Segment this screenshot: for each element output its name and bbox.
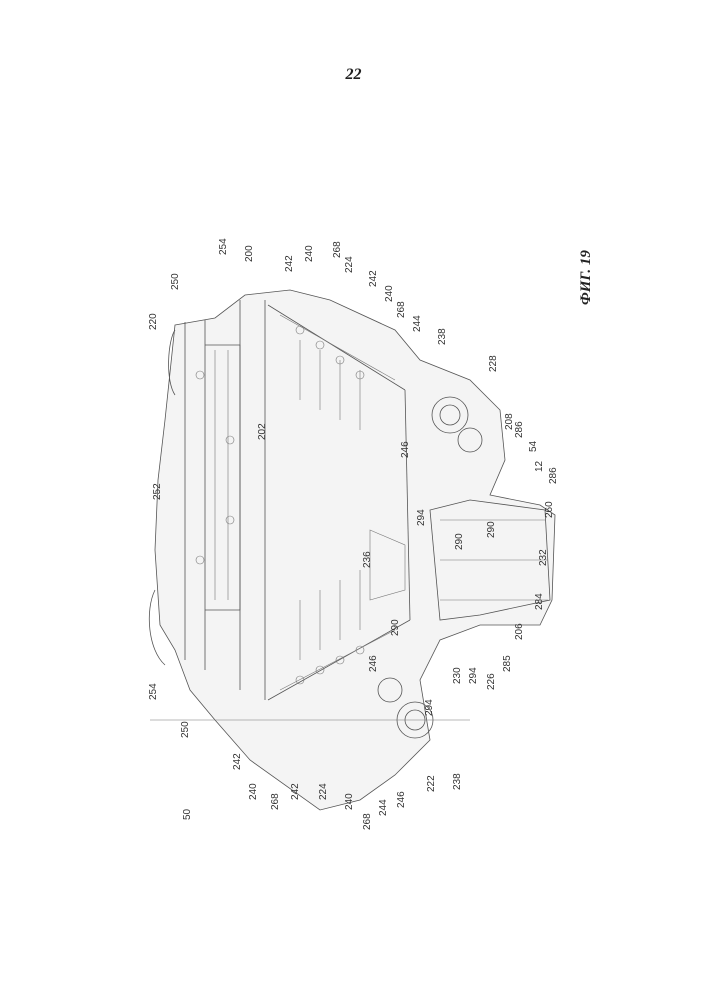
label-252: 252 bbox=[152, 483, 163, 500]
label-268a: 268 bbox=[332, 241, 343, 258]
label-268b: 268 bbox=[396, 301, 407, 318]
label-12: 12 bbox=[534, 460, 545, 472]
label-260: 260 bbox=[544, 501, 555, 518]
label-206: 206 bbox=[514, 623, 525, 640]
label-254a: 254 bbox=[218, 238, 229, 255]
label-224b: 224 bbox=[318, 783, 329, 800]
label-240a: 240 bbox=[304, 245, 315, 262]
label-250b: 250 bbox=[180, 721, 191, 738]
label-290b: 290 bbox=[486, 521, 497, 538]
label-290a: 290 bbox=[454, 533, 465, 550]
label-220: 220 bbox=[148, 313, 159, 330]
label-224a: 224 bbox=[344, 256, 355, 273]
label-246c: 246 bbox=[396, 791, 407, 808]
label-240d: 240 bbox=[248, 783, 259, 800]
label-246a: 246 bbox=[400, 441, 411, 458]
label-246b: 246 bbox=[368, 655, 379, 672]
label-268c: 268 bbox=[362, 813, 373, 830]
label-284: 284 bbox=[534, 593, 545, 610]
label-268d: 268 bbox=[270, 793, 281, 810]
figure-caption: ФИГ. 19 bbox=[578, 245, 608, 305]
label-202: 202 bbox=[257, 423, 268, 440]
label-242b: 242 bbox=[368, 270, 379, 287]
label-54: 54 bbox=[528, 440, 539, 452]
label-286b: 286 bbox=[548, 467, 559, 484]
label-50: 50 bbox=[182, 808, 193, 820]
label-250a: 250 bbox=[170, 273, 181, 290]
label-200: 200 bbox=[244, 245, 255, 262]
label-222: 222 bbox=[426, 775, 437, 792]
label-238b: 238 bbox=[452, 773, 463, 790]
label-285: 285 bbox=[502, 655, 513, 672]
label-294b: 294 bbox=[468, 667, 479, 684]
label-242c: 242 bbox=[290, 783, 301, 800]
label-242a: 242 bbox=[284, 255, 295, 272]
label-240b: 240 bbox=[384, 285, 395, 302]
label-244b: 244 bbox=[378, 799, 389, 816]
label-254b: 254 bbox=[148, 683, 159, 700]
label-226: 226 bbox=[486, 673, 497, 690]
label-232: 232 bbox=[538, 549, 549, 566]
label-242d: 242 bbox=[232, 753, 243, 770]
label-238a: 238 bbox=[437, 328, 448, 345]
label-240c: 240 bbox=[344, 793, 355, 810]
label-286a: 286 bbox=[514, 421, 525, 438]
label-244a: 244 bbox=[412, 315, 423, 332]
label-236: 236 bbox=[362, 551, 373, 568]
label-294a: 294 bbox=[416, 509, 427, 526]
label-290c: 290 bbox=[390, 619, 401, 636]
label-230: 230 bbox=[452, 667, 463, 684]
label-294c: 294 bbox=[424, 699, 435, 716]
label-228: 228 bbox=[488, 355, 499, 372]
